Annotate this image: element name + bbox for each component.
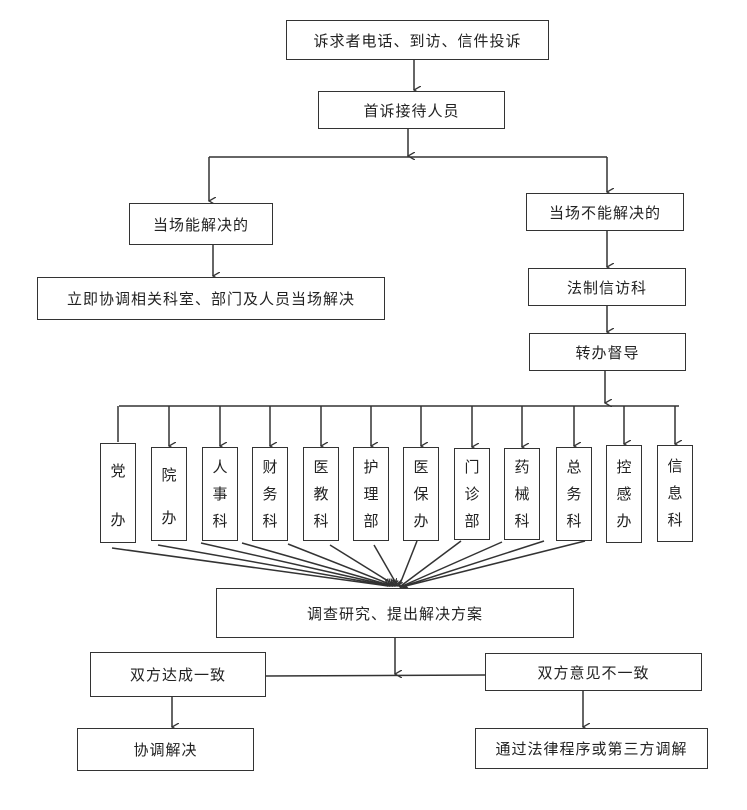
- department-box: 人事科: [202, 447, 238, 541]
- department-char: 党: [110, 462, 126, 480]
- department-char: 科: [212, 511, 228, 530]
- department-char: 信: [667, 457, 683, 475]
- department-char: 事: [212, 484, 228, 503]
- department-char: 护: [363, 457, 379, 476]
- immediate-resolve-box: 立即协调相关科室、部门及人员当场解决: [37, 277, 385, 320]
- supervise-label: 转办督导: [575, 343, 640, 362]
- department-char: 医: [313, 457, 329, 476]
- department-char: 院: [161, 466, 177, 484]
- department-char: 办: [413, 511, 429, 530]
- department-char: 科: [514, 511, 530, 530]
- investigate-box: 调查研究、提出解决方案: [216, 588, 574, 638]
- department-char: 息: [667, 484, 683, 502]
- department-box: 院办: [151, 447, 187, 541]
- legal-route-box: 通过法律程序或第三方调解: [475, 728, 708, 769]
- department-char: 部: [464, 511, 480, 530]
- department-char: 控: [616, 457, 632, 476]
- fan-arrow-to-investigate: [404, 540, 545, 586]
- department-box: 护理部: [353, 447, 389, 541]
- fan-arrow-to-investigate: [406, 540, 586, 586]
- department-char: 械: [514, 484, 530, 503]
- department-char: 科: [566, 511, 582, 530]
- department-char: 教: [313, 484, 329, 503]
- fan-arrow-to-investigate: [329, 544, 396, 586]
- fan-arrow-to-investigate: [402, 541, 503, 586]
- agree-label: 双方达成一致: [129, 666, 226, 684]
- department-char: 科: [313, 511, 329, 530]
- legal-office-label: 法制信访科: [566, 278, 647, 297]
- department-char: 务: [566, 484, 582, 503]
- fan-arrow-to-investigate: [200, 542, 391, 586]
- disagree-label: 双方意见不一致: [537, 663, 650, 682]
- legal-route-label: 通过法律程序或第三方调解: [495, 740, 688, 758]
- reception-box: 首诉接待人员: [318, 91, 505, 129]
- department-char: 部: [363, 511, 379, 530]
- department-box: 党办: [100, 443, 136, 543]
- department-box: 财务科: [252, 447, 288, 541]
- immediate-resolve-label: 立即协调相关科室、部门及人员当场解决: [66, 290, 355, 308]
- department-char: 药: [514, 457, 530, 476]
- can-resolve-label: 当场能解决的: [152, 215, 249, 234]
- source-box: 诉求者电话、到访、信件投诉: [286, 20, 549, 60]
- department-char: 科: [667, 511, 683, 529]
- fan-arrow-to-investigate: [401, 540, 462, 586]
- reception-label: 首诉接待人员: [363, 101, 460, 120]
- department-char: 财: [262, 457, 278, 476]
- department-box: 药械科: [504, 448, 540, 540]
- disagree-box: 双方意见不一致: [485, 653, 702, 691]
- department-char: 门: [464, 457, 480, 476]
- fan-arrow-to-investigate: [373, 544, 398, 586]
- agree-box: 双方达成一致: [90, 652, 266, 697]
- department-char: 科: [262, 511, 278, 530]
- cannot-resolve-label: 当场不能解决的: [548, 203, 661, 222]
- fan-arrow-to-investigate: [399, 540, 418, 586]
- department-char: 办: [161, 509, 177, 527]
- department-char: 务: [262, 484, 278, 503]
- department-char: 医: [413, 457, 429, 476]
- department-char: 人: [212, 457, 228, 476]
- department-box: 总务科: [556, 447, 592, 541]
- legal-office-box: 法制信访科: [528, 268, 686, 306]
- department-char: 总: [566, 457, 582, 476]
- fan-arrow-to-investigate: [157, 544, 390, 586]
- department-box: 门诊部: [454, 448, 490, 540]
- outcome-bar: [265, 674, 486, 677]
- department-box: 信息科: [657, 445, 693, 542]
- department-box: 医教科: [303, 447, 339, 541]
- source-label: 诉求者电话、到访、信件投诉: [313, 31, 522, 50]
- department-char: 办: [110, 511, 126, 529]
- coordinate-label: 协调解决: [133, 741, 198, 759]
- cannot-resolve-box: 当场不能解决的: [526, 193, 684, 231]
- department-box: 控感办: [606, 445, 642, 543]
- department-char: 理: [363, 484, 379, 503]
- coordinate-box: 协调解决: [77, 728, 254, 771]
- department-char: 感: [616, 484, 632, 503]
- fan-arrow-to-investigate: [241, 542, 393, 586]
- department-box: 医保办: [403, 447, 439, 541]
- supervise-box: 转办督导: [529, 333, 686, 371]
- can-resolve-box: 当场能解决的: [129, 203, 273, 245]
- department-char: 保: [413, 484, 429, 503]
- fan-arrow-to-investigate: [287, 543, 394, 586]
- fan-arrow-to-investigate: [111, 547, 388, 586]
- investigate-label: 调查研究、提出解决方案: [306, 604, 483, 623]
- department-char: 诊: [464, 484, 480, 503]
- department-char: 办: [616, 511, 632, 530]
